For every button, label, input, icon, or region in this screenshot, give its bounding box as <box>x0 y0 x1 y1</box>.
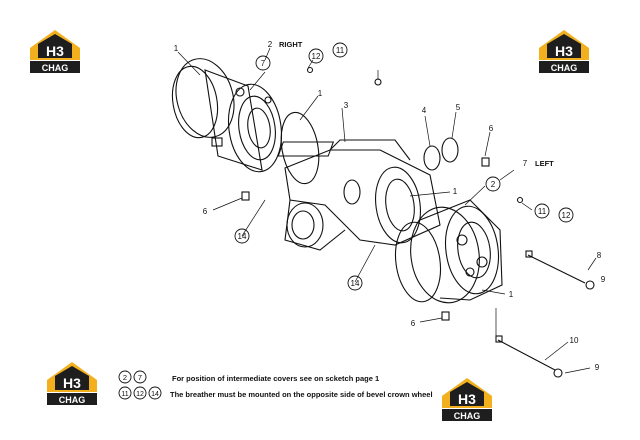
svg-text:CHAG: CHAG <box>42 63 69 73</box>
legend-num-2: 2 <box>123 373 127 382</box>
svg-text:CHAG: CHAG <box>551 63 578 73</box>
breather-6c <box>481 157 490 167</box>
legend-ref-14 <box>148 386 162 400</box>
label-1d: 1 <box>509 290 514 299</box>
legend-num-12: 12 <box>136 391 144 398</box>
legend-ref-12 <box>133 386 147 400</box>
svg-text:H3: H3 <box>458 391 476 407</box>
callout-12-left <box>558 207 574 223</box>
svg-text:CHAG: CHAG <box>59 395 86 405</box>
svg-text:H3: H3 <box>555 43 573 59</box>
logo-bottom-left: H3 CHAG <box>45 360 99 406</box>
label-4: 4 <box>422 106 427 115</box>
legend-num-11: 11 <box>121 391 128 398</box>
legend-num-14: 14 <box>151 391 159 398</box>
label-9a: 9 <box>601 275 606 284</box>
nut-9a <box>585 280 595 290</box>
label-9b: 9 <box>595 363 600 372</box>
breather-6a <box>241 191 250 201</box>
ring-5 <box>441 137 459 163</box>
label-1c: 1 <box>453 187 458 196</box>
nut-9b <box>553 368 563 378</box>
logo-top-right: H3 CHAG <box>537 28 591 74</box>
label-7-left: 7 <box>523 159 528 168</box>
bolt-10 <box>497 339 556 371</box>
label-3: 3 <box>344 101 349 110</box>
label-8: 8 <box>597 251 602 260</box>
label-6b: 6 <box>411 319 416 328</box>
svg-text:CHAG: CHAG <box>454 411 481 421</box>
legend-note-breather: The breather must be mounted on the oppo… <box>170 390 433 399</box>
legend-ref-7 <box>133 370 147 384</box>
label-11-left: 11 <box>538 207 547 216</box>
label-2-right: 2 <box>268 40 273 49</box>
label-10: 10 <box>570 336 579 345</box>
label-11-right: 11 <box>336 46 345 55</box>
bolt-8 <box>527 254 586 284</box>
side-label-right: RIGHT <box>279 40 303 49</box>
breather-6b <box>441 311 450 321</box>
label-12-right: 12 <box>312 52 321 61</box>
label-5: 5 <box>456 103 461 112</box>
logo-top-left: H3 CHAG <box>28 28 82 74</box>
legend-note-intermediate-covers: For position of intermediate covers see … <box>172 374 380 383</box>
label-2-left: 2 <box>491 180 496 189</box>
legend-num-7: 7 <box>138 373 142 382</box>
label-1: 1 <box>174 44 179 53</box>
callout-14-a <box>234 228 250 244</box>
axle-housing <box>277 139 441 251</box>
gasket-ring <box>175 58 235 138</box>
right-wheel-housing <box>171 65 283 173</box>
ring-4 <box>423 145 441 171</box>
svg-text:H3: H3 <box>46 43 64 59</box>
callout-circles <box>118 42 574 400</box>
label-7-right: 7 <box>261 59 266 68</box>
callout-12-right <box>308 48 324 64</box>
legend-ref-2 <box>118 370 132 384</box>
label-14-a: 14 <box>238 232 247 241</box>
label-14-b: 14 <box>351 279 360 288</box>
callout-11-right <box>332 42 348 58</box>
side-label-left: LEFT <box>535 159 554 168</box>
label-6c: 6 <box>489 124 494 133</box>
leader-lines <box>177 47 597 374</box>
logo-bottom-right: H3 CHAG <box>440 376 494 422</box>
svg-text:H3: H3 <box>63 375 81 391</box>
callout-2-left <box>485 176 501 192</box>
callout-14-b <box>347 275 363 291</box>
callout-11-left <box>534 203 550 219</box>
label-1b: 1 <box>318 89 323 98</box>
legend-ref-11 <box>118 386 132 400</box>
callout-7-right <box>255 55 271 71</box>
label-6a: 6 <box>203 207 208 216</box>
label-12-left: 12 <box>562 211 571 220</box>
left-wheel-housing <box>394 199 503 304</box>
